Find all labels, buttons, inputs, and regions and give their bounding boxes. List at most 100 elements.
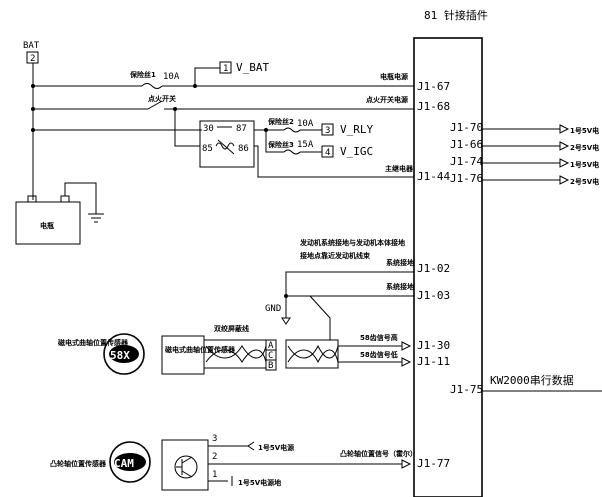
- pin-desc-j1-77: 凸轮轴位置信号（霍尔）: [340, 449, 417, 458]
- junction-bat-2: [31, 107, 35, 111]
- pin-j1-77: J1-77: [417, 457, 450, 470]
- fuse2-rating: 10A: [297, 119, 314, 129]
- cam-sensor-label: 凸轮轴位置传感器: [50, 459, 107, 468]
- relay-pin-30: 30: [203, 124, 214, 134]
- fuse1-symbol: [141, 83, 163, 89]
- wire-v-bat: [194, 67, 220, 86]
- pin-j1-30: J1-30: [417, 339, 450, 352]
- crank-pin-c: C: [268, 351, 273, 361]
- battery-terminal-pos: [27, 195, 37, 203]
- arrow-j1-76: [559, 175, 570, 185]
- junction-gnd: [284, 294, 288, 298]
- cam-sensor-circle: [109, 441, 151, 483]
- battery-body: [15, 201, 81, 245]
- cam-ref-5v: 1号5V电源: [258, 443, 294, 452]
- relay-pin-87: 87: [236, 124, 247, 134]
- ecu-connector-block: [413, 37, 483, 497]
- cable-label: 双绞屏蔽线: [214, 324, 249, 333]
- pin-j1-67: J1-67: [417, 80, 450, 93]
- battery-ground-wire: [64, 182, 97, 214]
- crank-sensor-type: 磁电式曲轴位置传感器: [58, 338, 129, 347]
- crank-pin-box-b: [265, 359, 277, 371]
- crank-sensor-circle: [103, 333, 145, 375]
- arrow-j1-66: [559, 141, 570, 151]
- fuse2-label: 保险丝2: [267, 117, 294, 126]
- ground-note-2: 接地点靠近发动机线束: [300, 251, 371, 260]
- pin-desc-j1-30: 58齿信号高: [360, 333, 398, 342]
- wire-gnd-to-j1-02: [285, 271, 414, 303]
- junction-switch: [173, 107, 177, 111]
- gnd-label: GND: [265, 304, 281, 314]
- crank-badge: 58X: [110, 349, 130, 362]
- v-igc-label: V_IGC: [340, 145, 373, 158]
- v-bat-num: 1: [223, 64, 228, 74]
- v-rly-num: 3: [325, 126, 330, 136]
- pin-desc-j1-75: KW2000串行数据: [490, 373, 574, 387]
- wire-switch-to-relay-30: [174, 109, 202, 131]
- battery-terminal-neg: [60, 195, 70, 203]
- pin-j1-11: J1-11: [417, 355, 450, 368]
- cam-badge: CAM: [114, 457, 134, 470]
- pin-j1-44: J1-44: [417, 170, 450, 183]
- pin-j1-75: J1-75: [450, 383, 483, 396]
- crank-sensor-box: [161, 335, 205, 375]
- arrow-cam-5v: [247, 441, 255, 451]
- junction-v-bat: [193, 84, 197, 88]
- bat-label: BAT: [23, 41, 40, 51]
- cam-pin1: 1: [212, 470, 217, 480]
- pin-j1-76: J1-76: [450, 172, 483, 185]
- fuse2-symbol: [283, 127, 301, 133]
- crank-pin-b: B: [268, 361, 273, 371]
- pin-desc-j1-03: 系统接地: [386, 282, 414, 291]
- arrow-j1-11: [401, 357, 412, 367]
- v-bat-label: V_BAT: [236, 61, 269, 74]
- relay-box: [199, 120, 255, 168]
- cam-pin2: 2: [212, 452, 217, 462]
- v-rly-label: V_RLY: [340, 123, 373, 136]
- relay-coil-diag: [217, 139, 235, 155]
- ground-note-1: 发动机系统接地与发动机本体接地: [299, 238, 405, 247]
- cam-ref-gnd: 1号5V电源地: [238, 478, 281, 487]
- pin-desc-j1-67: 电瓶电源: [380, 72, 408, 81]
- twist-1a: [205, 345, 267, 359]
- transistor-collector: [181, 456, 193, 464]
- junction-bat-3: [31, 128, 35, 132]
- arrow-j1-30: [401, 341, 412, 351]
- battery-label: 电瓶: [40, 221, 54, 230]
- crank-pin-a: A: [268, 341, 274, 351]
- cam-badge-bg: [114, 453, 146, 471]
- pin-desc-j1-66: 2号5V电: [570, 143, 599, 152]
- fuse3-symbol: [283, 149, 301, 155]
- wire-relay-86-to-j1-44: [254, 145, 414, 178]
- v-igc-num: 4: [325, 148, 330, 158]
- ignition-switch-symbol: [147, 100, 163, 110]
- junction-bat-1: [31, 84, 35, 88]
- junction-relay-out: [264, 128, 268, 132]
- relay-coil: [215, 142, 235, 150]
- shield-2: [285, 339, 339, 369]
- crank-badge-bg: [109, 345, 139, 363]
- pin-desc-j1-76: 2号5V电: [570, 177, 599, 186]
- pin-desc-j1-02: 系统接地: [386, 258, 414, 267]
- fuse3-rating: 15A: [297, 140, 314, 150]
- cam-sensor-box: [161, 439, 209, 491]
- pin-j1-68: J1-68: [417, 100, 450, 113]
- pin-desc-j1-74: 1号5V电: [570, 160, 599, 169]
- wire-to-fuse3: [265, 130, 284, 153]
- bat-pin: 2: [30, 54, 35, 64]
- wire-to-relay-85: [174, 130, 200, 147]
- cam-pin3: 3: [212, 434, 217, 444]
- relay-pin-85: 85: [202, 144, 213, 154]
- pin-desc-j1-70: 1号5V电: [570, 126, 599, 135]
- v-igc-num-box: [321, 145, 334, 158]
- crank-sensor-type2: 磁电式曲轴位置传感器: [165, 345, 236, 354]
- v-bat-num-box: [219, 61, 232, 74]
- fuse3-label: 保险丝3: [267, 140, 294, 149]
- twist-1b: [205, 349, 267, 363]
- pin-j1-74: J1-74: [450, 155, 483, 168]
- pin-j1-66: J1-66: [450, 138, 483, 151]
- twist-2b: [287, 349, 339, 364]
- pin-j1-02: J1-02: [417, 262, 450, 275]
